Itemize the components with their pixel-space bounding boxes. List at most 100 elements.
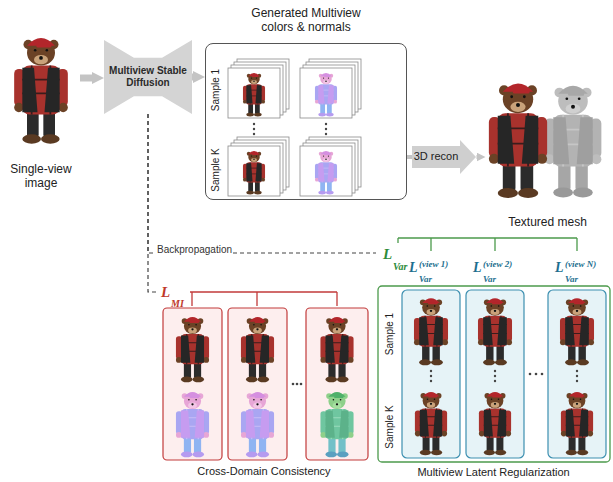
regularization-columns: [402, 290, 460, 458]
multiview-output: Generated Multiview colors & normalsSamp…: [205, 3, 407, 200]
regularization-columns: [478, 298, 512, 365]
mesh-figures: [489, 83, 602, 198]
loss-symbol: L: [555, 260, 564, 275]
flow-connector: [407, 155, 412, 159]
mesh-caption: Textured mesh: [484, 215, 611, 229]
multiview-samples: [300, 59, 361, 118]
multiview-samples: [228, 137, 289, 196]
text-holder: Var: [419, 268, 432, 286]
loss-symbol: L: [473, 260, 482, 275]
text-holder: Textured mesh: [484, 215, 611, 229]
input-image: Single-view image: [2, 12, 80, 197]
ellipsis-dots: [253, 123, 255, 125]
input-bear: [14, 38, 68, 144]
multiview-samples: [243, 151, 265, 194]
model-label: Multiview Stable Diffusion: [105, 65, 191, 89]
regularization-columns: [466, 290, 524, 458]
text-holder: Var: [393, 256, 407, 274]
regularization-columns: [548, 290, 606, 458]
image-caption: Single-view image: [2, 162, 80, 191]
mesh-figures: [489, 83, 547, 198]
text-holder: Multiview Latent Regularization: [376, 466, 611, 479]
feedback-connector: [148, 114, 376, 253]
ellipsis-dots: [325, 128, 327, 130]
ellipsis-dots: [529, 373, 532, 376]
consistency-pairs: [320, 392, 353, 457]
text-holder: Var: [483, 268, 496, 286]
text-holder: (view 1): [419, 253, 448, 271]
loss-subscript: Var: [393, 261, 407, 272]
ellipsis-dots: [253, 128, 255, 130]
loss-bracket: [190, 292, 337, 306]
loss-bracket: [398, 238, 577, 251]
loss-subscript: Var: [565, 275, 578, 285]
ellipsis-dots: [576, 370, 578, 372]
multiview-samples: [315, 73, 337, 116]
consistency-pairs: [176, 392, 209, 457]
loss-symbol: L: [161, 284, 170, 301]
regularization-columns: [414, 298, 448, 365]
ellipsis-dots: [292, 383, 303, 386]
text-holder: L: [555, 258, 564, 276]
edge-label: Backpropagation: [156, 244, 233, 256]
ellipsis-dots: [325, 133, 327, 135]
text-holder: L: [409, 258, 418, 276]
regularization-columns: [378, 238, 610, 462]
regularization-columns: [415, 392, 447, 455]
consistency-pairs: [163, 292, 368, 460]
text-holder: L: [161, 283, 170, 301]
flow-connector: [80, 75, 92, 82]
ellipsis-dots: [325, 123, 327, 125]
multiview-samples: [315, 151, 337, 194]
text-holder: Backpropagation: [156, 239, 233, 257]
ellipsis-dots: [576, 380, 578, 382]
text-holder: 3D recon: [412, 150, 460, 163]
ellipsis-dots: [541, 373, 544, 376]
ellipsis-dots: [430, 370, 578, 382]
consistency-group: Cross-Domain Consistency: [156, 280, 372, 480]
flow-connector: [192, 74, 193, 81]
ellipsis-dots: [296, 383, 299, 386]
multiview-samples: [243, 73, 265, 116]
arrow-shape: [412, 140, 476, 174]
diffusion-model: Multiview Stable Diffusion: [104, 40, 192, 114]
ellipsis-dots: [576, 375, 578, 377]
consistency-pairs: [176, 317, 209, 382]
textured-mesh: Textured mesh: [484, 55, 611, 233]
loss-symbol: L: [383, 246, 392, 263]
consistency-pairs: [228, 308, 287, 460]
ellipsis-dots: [494, 375, 496, 377]
sample-label: Sample K: [210, 148, 222, 191]
ellipsis-dots: [430, 370, 432, 372]
sample-label: Sample K: [384, 405, 396, 448]
input-bear: [14, 38, 68, 144]
loss-subscript: MI: [171, 298, 184, 309]
text-holder: L: [473, 258, 482, 276]
multiview-samples: [300, 137, 361, 196]
consistency-pairs: [241, 392, 274, 457]
recon-arrow: 3D recon: [412, 140, 476, 174]
consistency-pairs: [163, 308, 222, 460]
regularization-columns: [561, 392, 593, 455]
mesh-figures: [545, 86, 602, 198]
output-frame: [205, 43, 407, 200]
text-holder: (view 2): [483, 253, 512, 271]
text-holder: Cross-Domain Consistency: [156, 465, 372, 478]
consistency-pairs: [241, 317, 274, 382]
ellipsis-dots: [300, 383, 303, 386]
text-holder: Generated Multiview colors & normals: [241, 6, 371, 35]
multiview-samples: [228, 59, 361, 196]
consistency-pairs: [320, 317, 353, 382]
loss-superscript: (view 1): [419, 260, 448, 270]
ellipsis-dots: [253, 133, 255, 135]
group-outline: [378, 286, 610, 462]
ellipsis-dots: [292, 383, 295, 386]
feedback-connector: [148, 114, 156, 292]
text-holder: L: [383, 245, 392, 263]
consistency-pairs: [306, 308, 368, 460]
regularization-columns: [479, 392, 511, 455]
recon-label: 3D recon: [412, 150, 460, 163]
